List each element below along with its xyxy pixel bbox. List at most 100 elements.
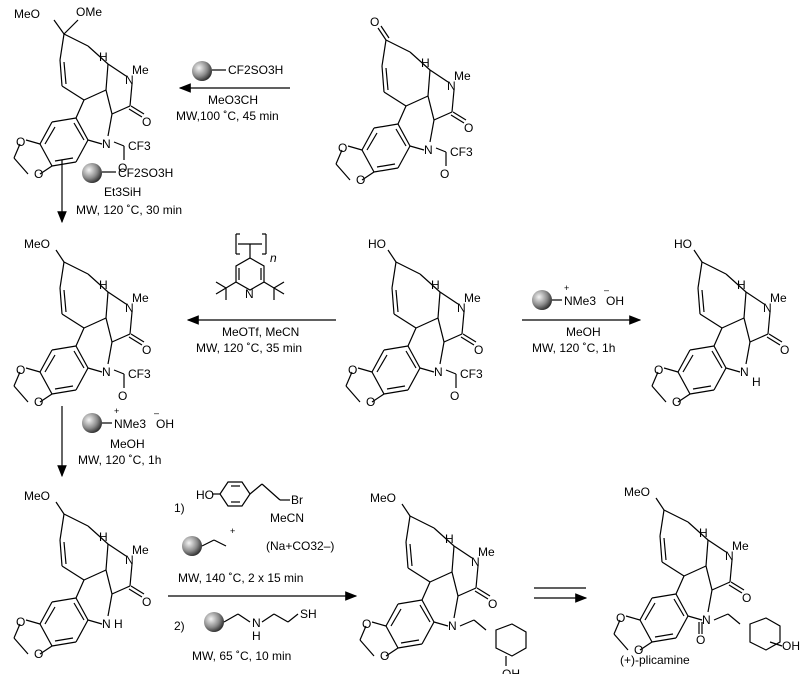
compound-name: (+)-plicamine: [620, 653, 690, 667]
molecule-n-alkylated-intermediate: MeO N Me H O N OH O O: [359, 491, 527, 674]
dioxole-o-1: O: [16, 615, 25, 629]
h-label: H: [99, 50, 108, 64]
dioxole-o-2: O: [34, 647, 43, 661]
molecule-alcohol-tfa: HO N Me H O N O CF3 O O: [345, 237, 483, 409]
cf3-label: CF3: [128, 139, 151, 153]
polymer-bead-icon: [204, 612, 224, 632]
molecule-plicamine: MeO N Me H O N O OH O O (+)-plicamine: [613, 485, 800, 667]
step-1-label: 1): [174, 501, 185, 515]
carbonyl-o-label: O: [142, 595, 151, 609]
carbonyl-o-label: O: [780, 343, 789, 357]
n-methyl-label: Me: [132, 63, 149, 77]
anion-label: OH: [156, 417, 174, 431]
methoxy-label: MeO: [24, 489, 50, 503]
dioxole-o-1: O: [654, 363, 663, 377]
condition-line-2: MW, 120 ˚C, 1h: [532, 341, 615, 355]
reagent-hydroxy-label: HO: [196, 488, 214, 502]
dioxole-o-1: O: [616, 611, 625, 625]
tertiary-amine-n-label: N: [448, 619, 457, 633]
methoxy-label: MeO: [24, 237, 50, 251]
h-label: H: [445, 532, 454, 546]
condition-line-2: MW, 120 ˚C, 35 min: [196, 341, 302, 355]
n-methyl-label: Me: [770, 291, 787, 305]
trifluoroacetamide-n-label: N: [102, 137, 111, 151]
amide-n-label: N: [471, 555, 480, 569]
polymer-bead-icon: [82, 413, 102, 433]
molecule-dimethyl-ketal: MeO OMe N Me H O N O CF3 O O: [13, 5, 151, 181]
acyl-o-label: O: [450, 389, 459, 403]
dioxole-o-2: O: [672, 395, 681, 409]
reaction-3: n N MeOTf, MeCN MW, 120 ˚C, 35 min: [186, 233, 336, 355]
resin-label: CF2SO3H: [228, 63, 283, 77]
phenol-label: OH: [782, 639, 800, 653]
n-methyl-label: Me: [454, 69, 471, 83]
dioxole-o-2: O: [634, 643, 643, 657]
carbonyl-o-label: O: [488, 597, 497, 611]
lactam-n-label: N: [702, 613, 711, 627]
ketone-o-label: O: [370, 15, 379, 29]
dioxole-o-2: O: [356, 173, 365, 187]
lactam-o-label: O: [696, 633, 705, 647]
quaternary-plus: +: [230, 526, 235, 536]
dioxole-o-1: O: [362, 617, 371, 631]
anion-minus: –: [604, 285, 609, 295]
amide-n-label: N: [763, 301, 772, 315]
methoxy-label: MeO: [14, 7, 40, 21]
anion-label: OH: [606, 294, 624, 308]
anion-minus: –: [154, 408, 159, 418]
reaction-2: CF2SO3H Et3SiH MW, 120 ˚C, 30 min: [57, 160, 182, 224]
reaction-1: CF2SO3H MeO3CH MW,100 ˚C, 45 min: [176, 61, 290, 123]
h-label: H: [431, 278, 440, 292]
amide-n-label: N: [447, 79, 456, 93]
reaction-7: [534, 587, 588, 603]
molecule-methyl-ether: MeO N Me H O N O CF3 O O: [13, 237, 151, 409]
molecule-ketone-starting-material: O N Me H O N O CF3 O O: [335, 15, 473, 187]
polymer-n-label: n: [270, 251, 277, 265]
dioxole-o-1: O: [338, 141, 347, 155]
trifluoroacetamide-n-label: N: [102, 365, 111, 379]
amine-n-label: N: [102, 617, 111, 631]
reaction-4: + NMe3 – OH MeOH MW, 120 ˚C, 1h: [522, 283, 642, 355]
carbonyl-o-label: O: [142, 343, 151, 357]
dioxole-o-2: O: [380, 649, 389, 663]
dioxole-o-2: O: [366, 395, 375, 409]
polymer-bead-icon: [532, 290, 552, 310]
hydroxy-label: HO: [674, 237, 692, 251]
carbonyl-o-label: O: [742, 591, 751, 605]
dioxole-o-2: O: [34, 395, 43, 409]
step-2-label: 2): [174, 619, 185, 633]
cf3-label: CF3: [128, 367, 151, 381]
hydroxy-label: HO: [368, 237, 386, 251]
acyl-o-label: O: [118, 161, 127, 175]
h-label: H: [737, 278, 746, 292]
h-label: H: [99, 278, 108, 292]
condition-line-2: MW, 65 ˚C, 10 min: [192, 649, 291, 663]
carbonyl-o-label: O: [474, 343, 483, 357]
scavenger-n-label: N: [252, 616, 261, 630]
condition-line-2: MW, 120 ˚C, 1h: [78, 453, 161, 467]
condition-line-2: MW,100 ˚C, 45 min: [176, 109, 279, 123]
reagent-bromo-label: Br: [291, 493, 303, 507]
h-label: H: [99, 530, 108, 544]
molecule-methyl-ether-amine: MeO N Me H O N H O O: [13, 489, 151, 661]
h-label: H: [699, 526, 708, 540]
condition-line-1: MW, 140 ˚C, 2 x 15 min: [178, 571, 303, 585]
polymer-bead-icon: [82, 163, 102, 183]
cf3-label: CF3: [450, 145, 473, 159]
thiol-label: SH: [300, 607, 317, 621]
condition-line-1: MeOH: [110, 437, 145, 451]
phenol-label: OH: [502, 667, 520, 674]
pyridine-n-label: N: [245, 287, 254, 301]
condition-line-1: MeO3CH: [208, 93, 258, 107]
resin-label: NMe3: [564, 294, 596, 308]
polymer-bead-icon: [182, 536, 202, 556]
molecule-amino-alcohol: HO N Me H O N H O O: [651, 237, 789, 409]
amine-n-label: N: [740, 365, 749, 379]
scavenger-h-label: H: [252, 629, 261, 643]
amide-n-label: N: [725, 549, 734, 563]
condition-line-2: MW, 120 ˚C, 30 min: [76, 203, 182, 217]
carbonyl-o-label: O: [142, 115, 151, 129]
methoxy-label: MeO: [624, 485, 650, 499]
n-methyl-label: Me: [464, 291, 481, 305]
